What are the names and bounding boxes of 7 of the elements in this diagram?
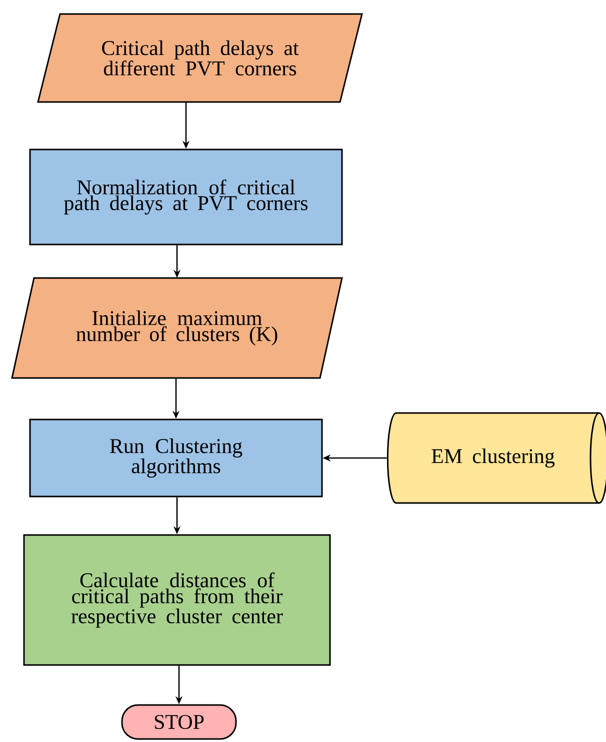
storage-cylinder: EM clustering: [386, 412, 606, 504]
input-parallelogram: Critical path delays at different PVT corners: [37, 13, 363, 103]
process-box: Calculate distances of critical paths from their respective cluster center: [23, 534, 331, 666]
process-box: Run Clustering algorithms: [29, 418, 323, 498]
input-parallelogram: Initialize maximum number of clusters (K): [11, 277, 343, 379]
process-box: Normalization of critical path delays at PVT corners: [29, 148, 343, 246]
terminal-box: STOP: [121, 704, 237, 740]
